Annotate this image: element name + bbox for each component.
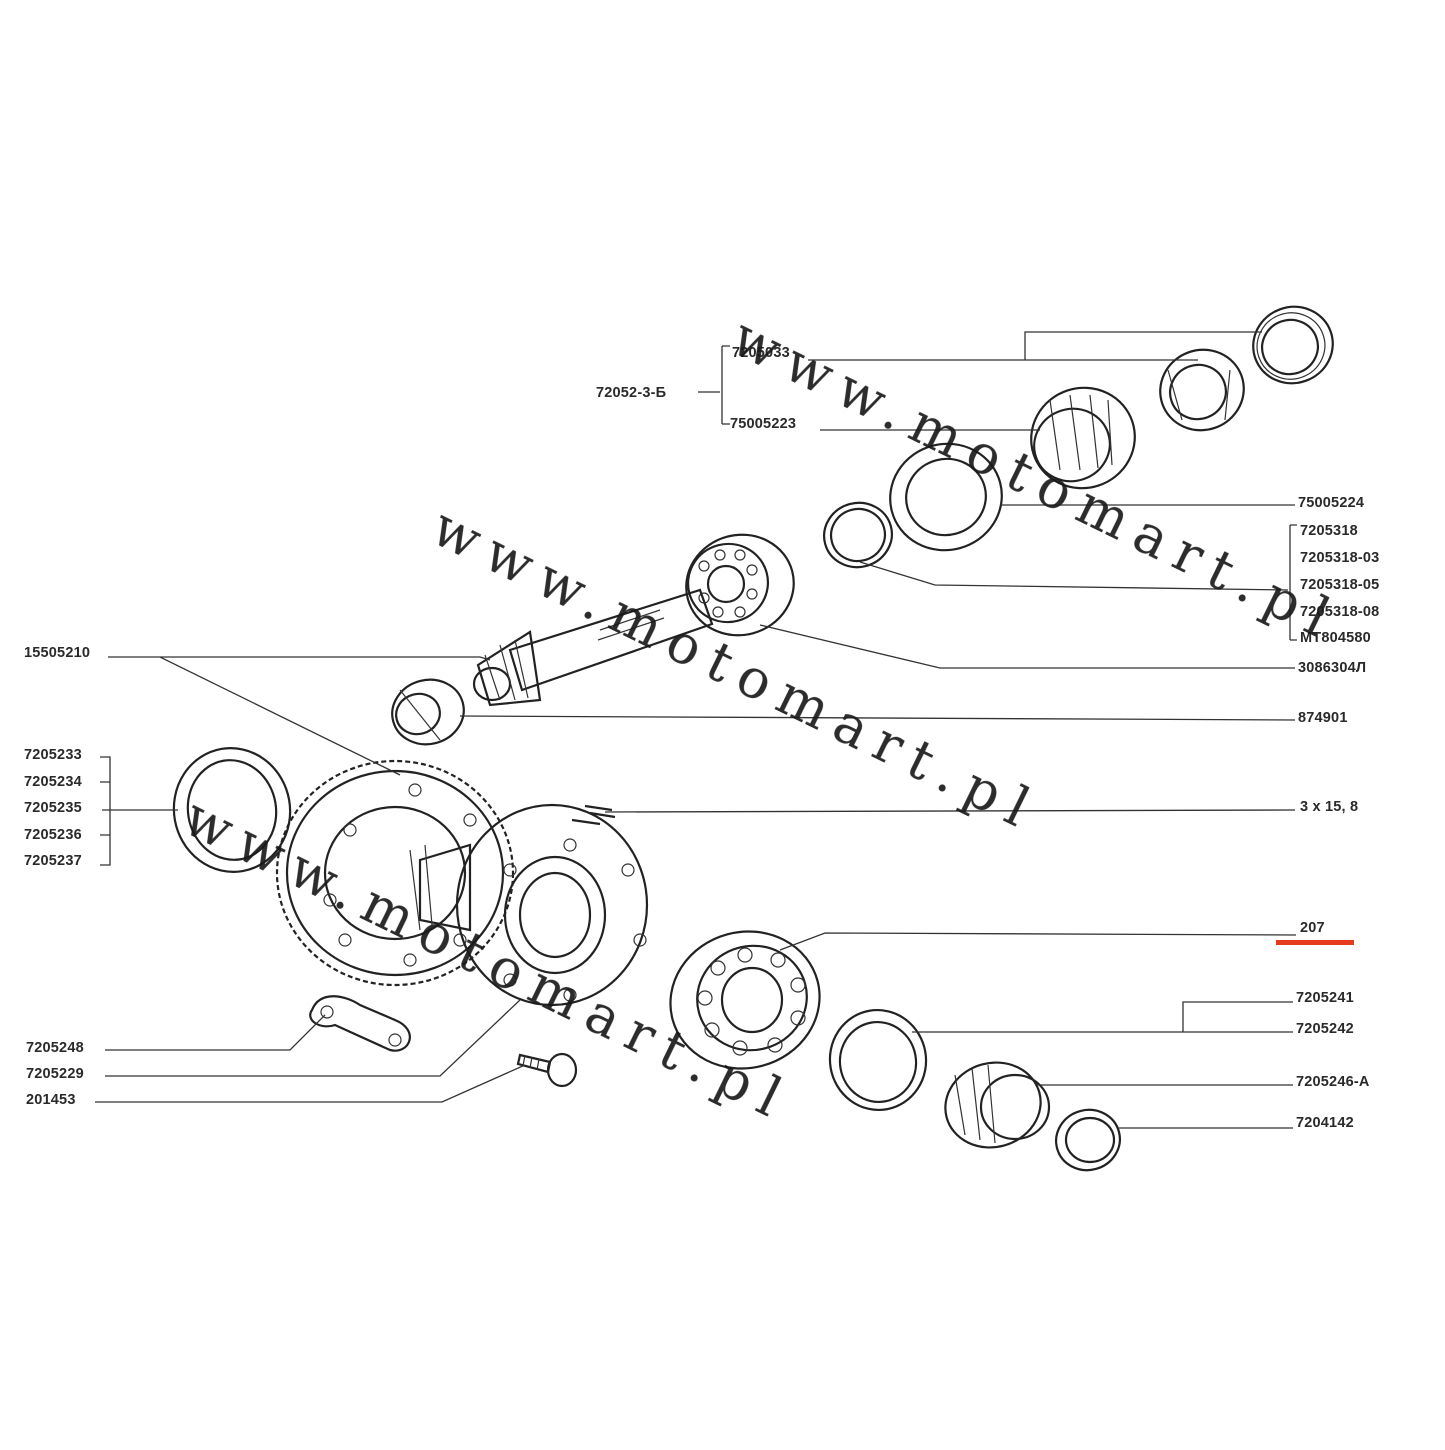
- label-7205241: 7205241: [1296, 990, 1354, 1006]
- shim-ring-left: [172, 747, 292, 873]
- part-number-labels: 7205033 72052-3-Б 75005223 75005224 7205…: [24, 345, 1379, 1131]
- label-3086304l: 3086304Л: [1298, 660, 1366, 676]
- bolt: [516, 1052, 578, 1088]
- differential-housing: [409, 803, 649, 1007]
- label-7205233: 7205233: [24, 747, 82, 763]
- label-15505210: 15505210: [24, 645, 90, 661]
- label-3x15-8: 3 x 15, 8: [1300, 799, 1358, 815]
- label-mt804580: МТ804580: [1300, 630, 1371, 646]
- bearing-cup-top-right: [1252, 305, 1334, 385]
- label-7205234: 7205234: [24, 774, 82, 790]
- label-7205235: 7205235: [24, 800, 82, 816]
- bearing-cup-lower: [1055, 1108, 1121, 1172]
- label-7204142: 7204142: [1296, 1115, 1354, 1131]
- label-7205318-08: 7205318-08: [1300, 604, 1379, 620]
- label-874901: 874901: [1298, 710, 1348, 726]
- adjusting-ring-lower: [828, 1008, 928, 1112]
- label-7205033: 7205033: [732, 345, 790, 361]
- lock-plate: [309, 995, 411, 1052]
- label-207: 207: [1300, 920, 1325, 936]
- small-roller-bearing: [391, 678, 465, 746]
- roller-cone-bearing-lower: [944, 1061, 1051, 1149]
- label-7205242: 7205242: [1296, 1021, 1354, 1037]
- label-201453: 201453: [26, 1092, 76, 1108]
- label-7205237: 7205237: [24, 853, 82, 869]
- label-75005223: 75005223: [730, 416, 796, 432]
- label-72052-3-b: 72052-3-Б: [596, 385, 666, 401]
- label-7205318-03: 7205318-03: [1300, 550, 1379, 566]
- thin-ring-upper: [823, 501, 893, 569]
- bearing-cup-upper: [1159, 348, 1245, 432]
- leader-lines: [95, 331, 1297, 1129]
- label-7205236: 7205236: [24, 827, 82, 843]
- label-7205318-05: 7205318-05: [1300, 577, 1379, 593]
- label-7205229: 7205229: [26, 1066, 84, 1082]
- pinion-shaft: [472, 588, 714, 707]
- label-7205318: 7205318: [1300, 523, 1358, 539]
- ring-gear: [275, 759, 515, 987]
- label-75005224: 75005224: [1298, 495, 1364, 511]
- roller-cone-bearing-upper: [1030, 386, 1136, 490]
- label-7205248: 7205248: [26, 1040, 84, 1056]
- pins: [571, 804, 616, 826]
- ball-bearing-207: [669, 930, 821, 1070]
- label-7205246-a: 7205246-А: [1296, 1074, 1370, 1090]
- knurled-ring: [889, 442, 1003, 552]
- highlight-underline: [1276, 940, 1354, 945]
